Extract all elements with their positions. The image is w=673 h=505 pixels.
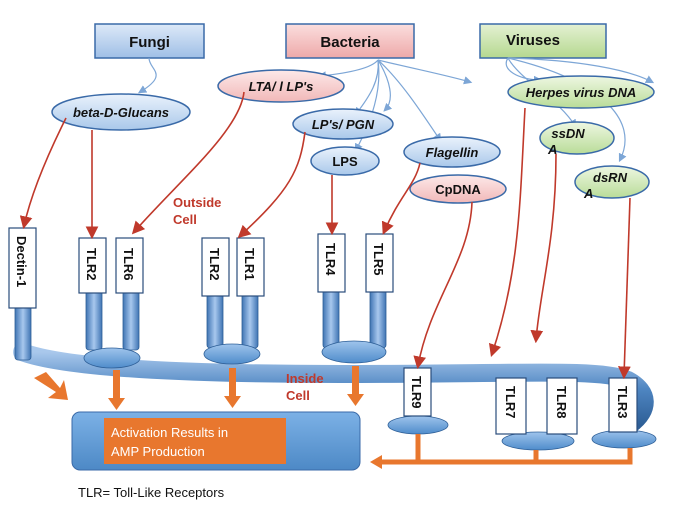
- svg-text:LTA/ l LP's: LTA/ l LP's: [249, 79, 314, 94]
- label-tlr8: TLR8: [554, 386, 569, 419]
- svg-text:A: A: [547, 142, 557, 157]
- svg-text:LPS: LPS: [332, 154, 358, 169]
- svg-text:Herpes virus DNA: Herpes virus DNA: [526, 85, 637, 100]
- svg-text:Fungi: Fungi: [129, 34, 170, 51]
- internal-signal-path: [378, 434, 633, 465]
- label-tlr2-a: TLR2: [84, 248, 99, 281]
- label-tlr3: TLR3: [615, 386, 630, 419]
- svg-text:Activation Results in: Activation Results in: [111, 425, 228, 440]
- outside-cell-line1: Outside: [173, 195, 221, 210]
- svg-text:CpDNA: CpDNA: [435, 182, 481, 197]
- svg-text:LP's/ PGN: LP's/ PGN: [312, 117, 375, 132]
- svg-text:Viruses: Viruses: [506, 32, 560, 49]
- inside-cell-line1: Inside: [286, 371, 324, 386]
- binding-arrows: [19, 91, 631, 380]
- activation-result: Activation Results in AMP Production: [71, 411, 361, 471]
- label-tlr6: TLR6: [121, 248, 136, 281]
- label-tlr7: TLR7: [503, 386, 518, 419]
- svg-text:A: A: [583, 186, 593, 201]
- receptor-domains: [83, 340, 657, 451]
- svg-text:Bacteria: Bacteria: [320, 34, 380, 51]
- label-tlr1: TLR1: [242, 248, 257, 281]
- ligand-cpdna: CpDNA: [409, 174, 507, 204]
- label-tlr4: TLR4: [323, 243, 338, 276]
- svg-text:beta-D-Glucans: beta-D-Glucans: [73, 105, 169, 120]
- pathogen-bacteria: Bacteria: [285, 23, 415, 59]
- svg-text:dsRN: dsRN: [593, 170, 628, 185]
- label-dectin-1: Dectin-1: [14, 236, 29, 287]
- label-tlr5: TLR5: [371, 243, 386, 276]
- ligand-dsrna: dsRN A: [574, 165, 650, 201]
- label-tlr9: TLR9: [409, 376, 424, 409]
- label-tlr2-b: TLR2: [207, 248, 222, 281]
- ligand-lta-lps: LTA/ l LP's: [217, 69, 345, 103]
- ligand-flagellin: Flagellin: [403, 136, 501, 168]
- outside-cell-line2: Cell: [173, 212, 197, 227]
- svg-text:ssDN: ssDN: [551, 126, 585, 141]
- svg-text:Flagellin: Flagellin: [426, 145, 479, 160]
- ligand-ssdna: ssDN A: [539, 121, 615, 157]
- pathogen-viruses: Viruses: [479, 23, 607, 59]
- ligand-herpes-dna: Herpes virus DNA: [507, 75, 655, 109]
- footnote: TLR= Toll-Like Receptors: [78, 485, 225, 500]
- signal-arrows: [34, 366, 364, 410]
- signal-arrowhead: [370, 455, 382, 469]
- ligand-lps: LPS: [310, 146, 380, 176]
- svg-text:AMP Production: AMP Production: [111, 444, 205, 459]
- ligand-lps-pgn: LP's/ PGN: [292, 108, 394, 140]
- pathogen-fungi: Fungi: [94, 23, 205, 59]
- inside-cell-line2: Cell: [286, 388, 310, 403]
- ligand-beta-glucans: beta-D-Glucans: [51, 93, 191, 131]
